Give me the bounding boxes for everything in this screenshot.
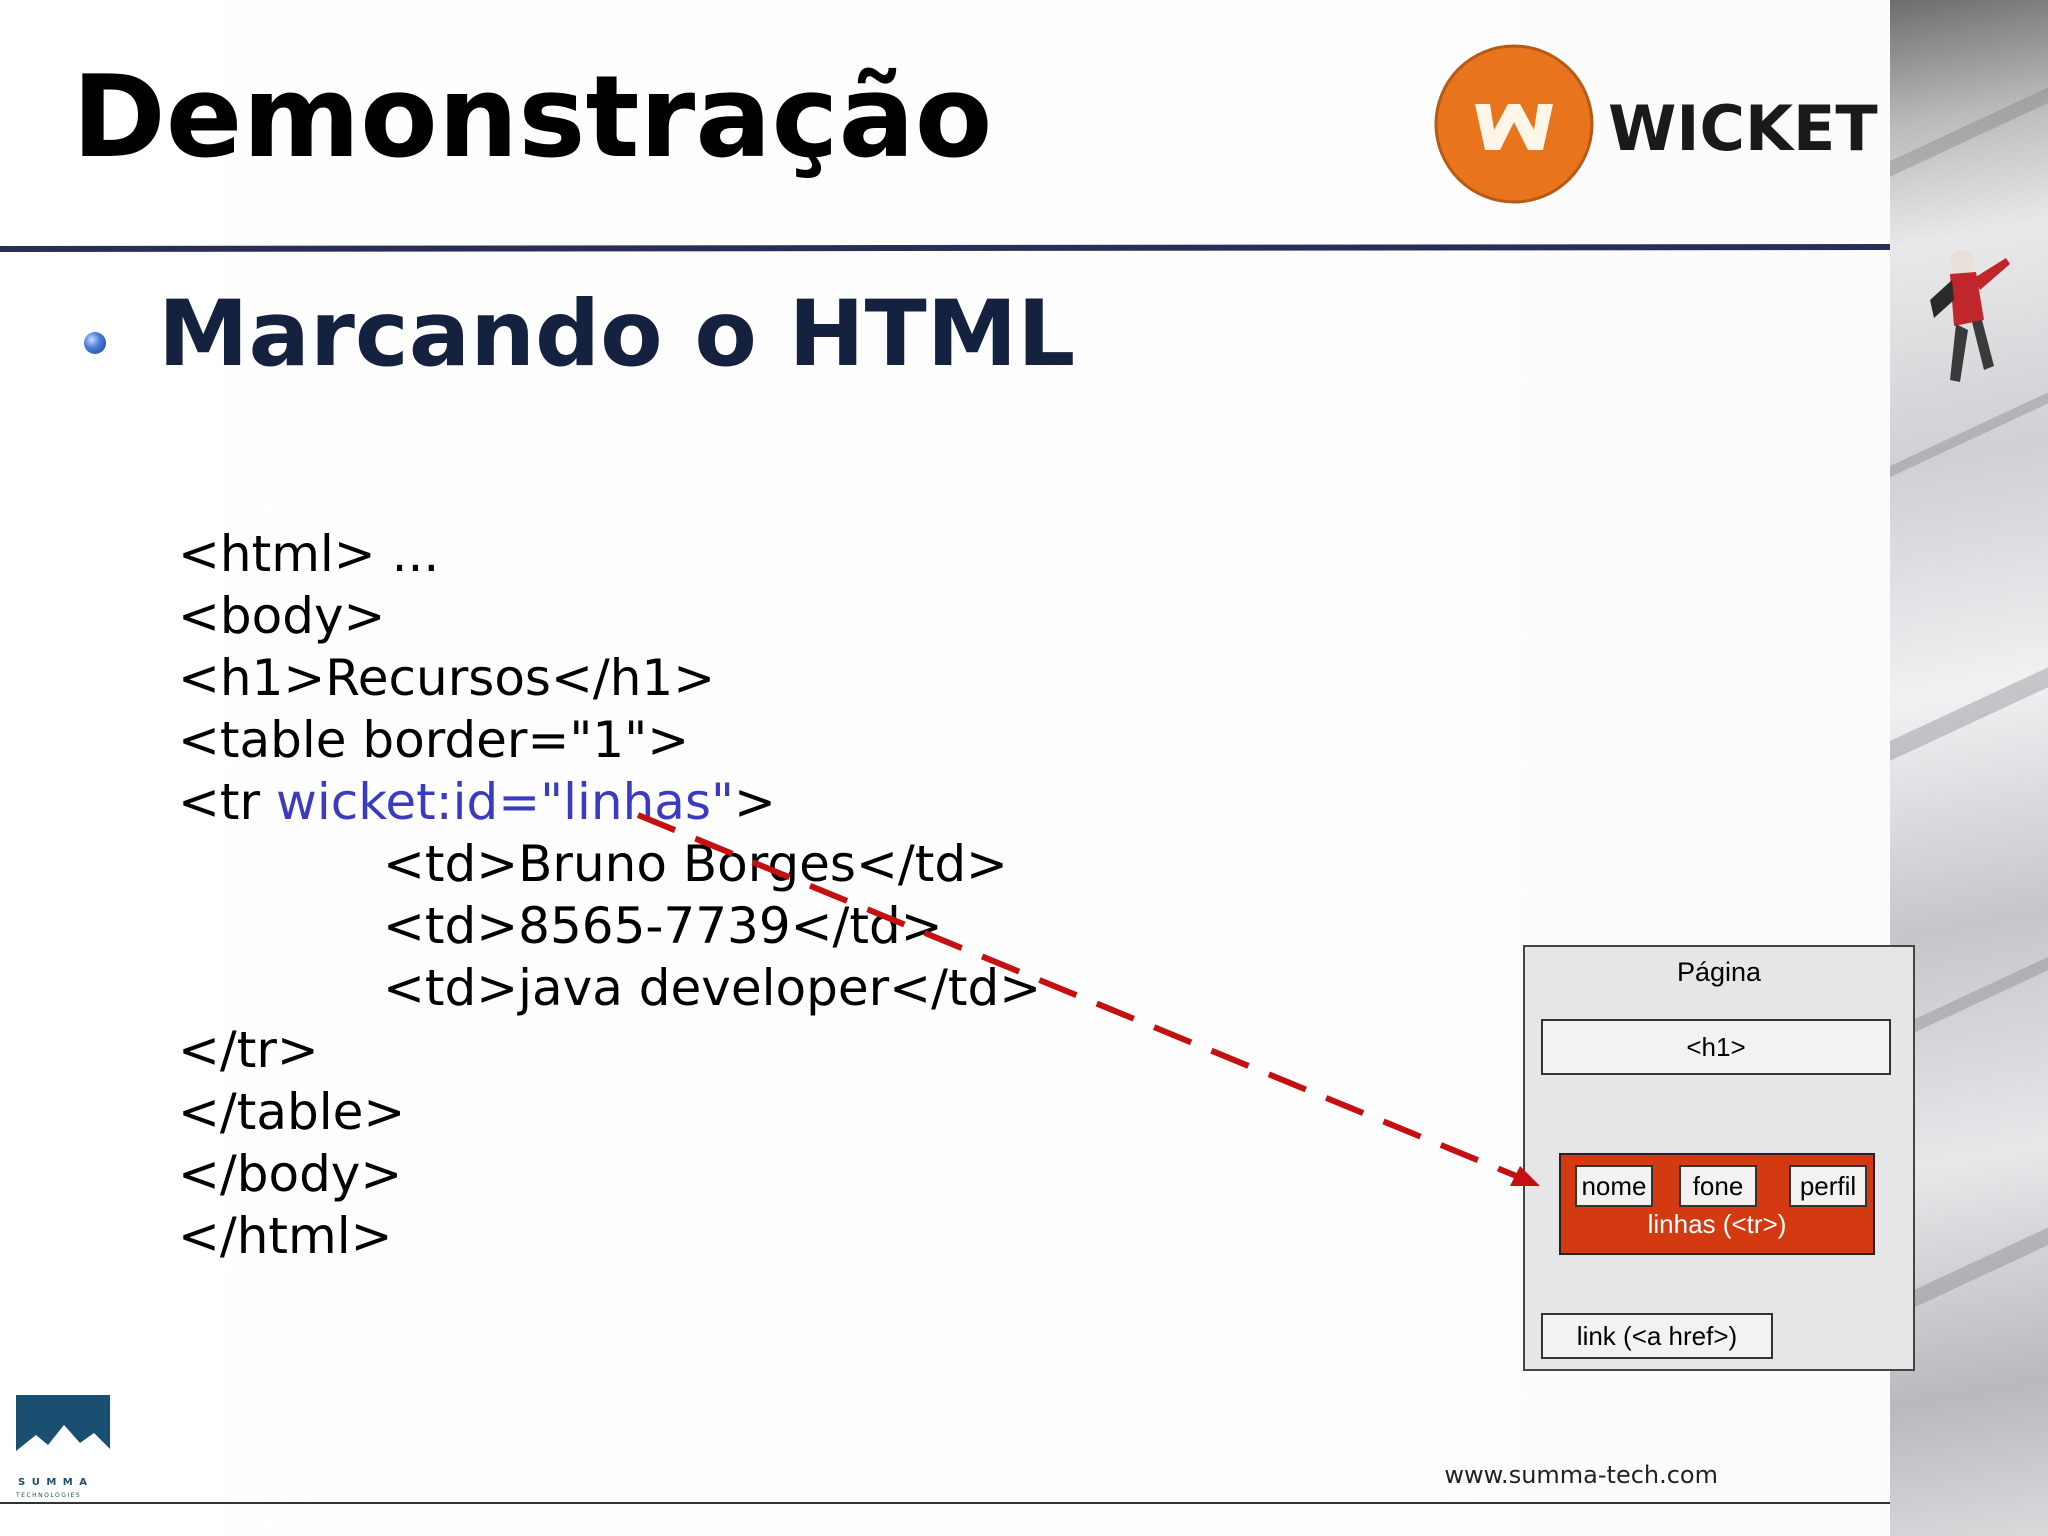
- footer-url: www.summa-tech.com: [1444, 1461, 1718, 1489]
- diagram-cell-nome: nome: [1575, 1165, 1653, 1207]
- title-divider: [0, 244, 1890, 252]
- code-line: </tr>: [178, 1021, 319, 1079]
- diagram-cell-perfil: perfil: [1789, 1165, 1867, 1207]
- code-line: <td>Bruno Borges</td>: [383, 835, 1008, 893]
- diagram-h1-box: <h1>: [1541, 1019, 1891, 1075]
- slide: Demonstração WICKET Marcando o HTML <htm…: [0, 0, 1890, 1536]
- wicket-logo-mark: [1475, 104, 1553, 150]
- wicket-logo: WICKET: [1434, 44, 1878, 204]
- wicket-logo-circle: [1436, 46, 1592, 202]
- climber-figure: [1930, 250, 2010, 382]
- page-diagram: Página <h1> nome fone perfil linhas (<tr…: [1523, 945, 1915, 1371]
- summa-logo-sub: TECHNOLOGIES: [15, 1492, 81, 1499]
- code-block: <html> ...<body><h1>Recursos</h1><table …: [178, 523, 1041, 1267]
- bullet-icon: [84, 332, 106, 354]
- slide-title: Demonstração: [72, 51, 993, 183]
- summa-logo-text: SUMMA: [18, 1477, 93, 1488]
- code-line: <td>8565-7739</td>: [383, 897, 943, 955]
- diagram-rows-box: nome fone perfil linhas (<tr>): [1559, 1153, 1875, 1255]
- slide-subtitle: Marcando o HTML: [158, 282, 1076, 387]
- code-line: <tr wicket:id="linhas">: [178, 771, 1041, 833]
- diagram-link-box: link (<a href>): [1541, 1313, 1773, 1359]
- code-line: <html> ...: [178, 525, 440, 583]
- code-attribute: wicket:id="linhas": [275, 773, 734, 831]
- code-line: </html>: [178, 1207, 393, 1265]
- diagram-rows-label: linhas (<tr>): [1647, 1209, 1787, 1239]
- summa-logo: SUMMA TECHNOLOGIES: [15, 1395, 110, 1499]
- code-line: </table>: [178, 1083, 406, 1141]
- code-line: <table border="1">: [178, 711, 690, 769]
- code-line: <body>: [178, 587, 386, 645]
- code-tag: >: [734, 773, 776, 831]
- diagram-cell-fone: fone: [1679, 1165, 1757, 1207]
- code-line: </body>: [178, 1145, 403, 1203]
- climber-photo: [1890, 0, 2048, 1536]
- footer-divider: [0, 1502, 1890, 1504]
- code-line: <td>java developer</td>: [383, 959, 1042, 1017]
- code-tag: <tr: [178, 773, 276, 831]
- wicket-logo-text: WICKET: [1608, 92, 1878, 165]
- code-line: <h1>Recursos</h1>: [178, 649, 716, 707]
- diagram-title: Página: [1676, 957, 1762, 987]
